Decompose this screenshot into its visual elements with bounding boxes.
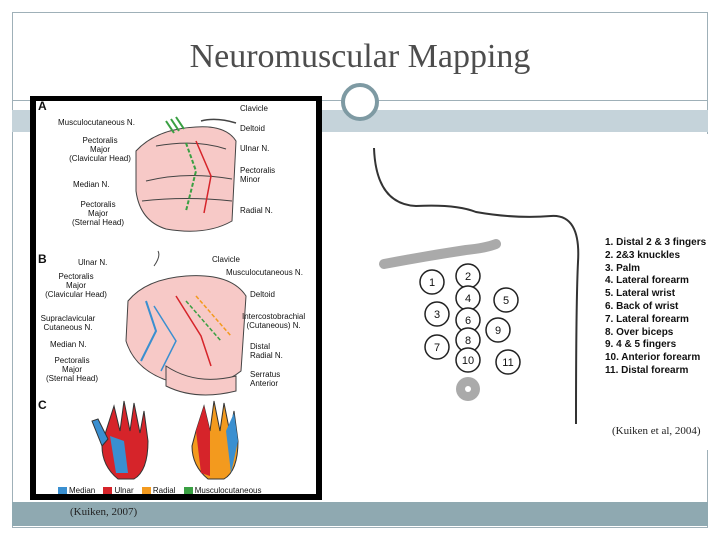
site-list: 1. Distal 2 & 3 fingers 2. 2&3 knuckles …	[605, 237, 706, 378]
label-b-deltoid: Deltoid	[250, 290, 275, 299]
site-list-item: 11. Distal forearm	[605, 364, 689, 376]
site-list-item: 7. Lateral forearm	[605, 313, 689, 325]
site-list-item: 3. Palm	[605, 262, 641, 274]
site-list-item: 6. Back of wrist	[605, 300, 679, 312]
site-label-6: 6	[465, 315, 471, 327]
label-a-clavicle: Clavicle	[240, 104, 269, 113]
label-b-pect-sternal: Pectoralis Major (Sternal Head)	[45, 356, 99, 383]
legend-swatch-musculocutaneous	[183, 487, 193, 495]
caption-kuiken-2007: (Kuiken, 2007)	[70, 506, 138, 518]
site-list-item: 1. Distal 2 & 3 fingers	[605, 237, 707, 248]
label-b-supraclavicular: Supraclavicular Cutaneous N.	[40, 314, 96, 332]
site-map-drawing: 1 2 3 4 5 6 7 8 9 10 11	[373, 147, 580, 425]
label-b-serratus: Serratus Anterior	[250, 370, 281, 388]
legend-swatch-ulnar	[103, 487, 113, 495]
site-list-item: 2. 2&3 knuckles	[605, 249, 681, 261]
panel-c-hands	[91, 400, 239, 480]
label-a-radial: Radial N.	[240, 206, 273, 215]
label-b-pect-clavicular: Pectoralis Major (Clavicular Head)	[45, 272, 107, 299]
label-a-ulnar: Ulnar N.	[240, 144, 270, 153]
legend-swatch-median	[58, 487, 67, 495]
site-label-7: 7	[434, 342, 440, 354]
title-rule-right	[378, 100, 708, 101]
label-b-distal-radial: Distal Radial N.	[250, 342, 283, 360]
site-label-10: 10	[462, 355, 474, 367]
caption-kuiken-2004: (Kuiken et al, 2004)	[612, 425, 701, 437]
label-a-deltoid: Deltoid	[240, 124, 265, 133]
legend-swatch-radial	[141, 487, 151, 495]
site-label-11: 11	[502, 357, 513, 369]
slide-title: Neuromuscular Mapping	[189, 38, 531, 75]
panel-a-chest	[135, 116, 237, 232]
site-label-8: 8	[465, 335, 471, 347]
panel-letter-c: C	[38, 398, 47, 412]
label-a-median: Median N.	[73, 180, 110, 189]
label-a-pect-clavicular: Pectoralis Major (Clavicular Head)	[69, 136, 131, 163]
legend-label-ulnar: Ulnar	[114, 486, 134, 495]
label-a-pect-sternal: Pectoralis Major (Sternal Head)	[71, 200, 125, 227]
legend-label-musculocutaneous: Musculocutaneous	[194, 486, 262, 495]
site-list-item: 9. 4 & 5 fingers	[605, 339, 677, 351]
panel-letter-b: B	[38, 252, 47, 266]
legend-label-median: Median	[69, 486, 96, 495]
label-b-clavicle: Clavicle	[212, 255, 241, 264]
label-a-musculocutaneous: Musculocutaneous N.	[58, 118, 135, 127]
site-list-item: 5. Lateral wrist	[605, 288, 676, 300]
label-b-intercostobrachial: Intercostobrachial (Cutaneous) N.	[242, 312, 306, 330]
anatomy-drawing	[91, 116, 247, 480]
site-label-4: 4	[465, 293, 471, 305]
site-label-9: 9	[495, 325, 501, 337]
nerve-legend: Median Ulnar Radial Musculocutaneous	[58, 486, 261, 495]
site-list-item: 10. Anterior forearm	[605, 352, 701, 364]
label-b-median: Median N.	[50, 340, 87, 349]
circle-ornament	[341, 83, 379, 121]
site-label-5: 5	[503, 295, 509, 307]
bottom-band	[12, 502, 708, 526]
label-b-ulnar: Ulnar N.	[78, 258, 108, 267]
site-label-3: 3	[434, 309, 440, 321]
panel-b-chest	[125, 250, 247, 396]
site-label-1: 1	[429, 277, 435, 289]
site-list-item: 8. Over biceps	[605, 326, 674, 338]
label-b-musculocutaneous: Musculocutaneous N.	[226, 268, 303, 277]
label-a-pect-minor: Pectoralis Minor	[240, 166, 276, 184]
site-map-figure	[336, 134, 708, 450]
site-list-item: 4. Lateral forearm	[605, 275, 689, 287]
legend-label-radial: Radial	[152, 486, 176, 495]
panel-letter-a: A	[38, 99, 47, 113]
site-label-2: 2	[465, 271, 471, 283]
